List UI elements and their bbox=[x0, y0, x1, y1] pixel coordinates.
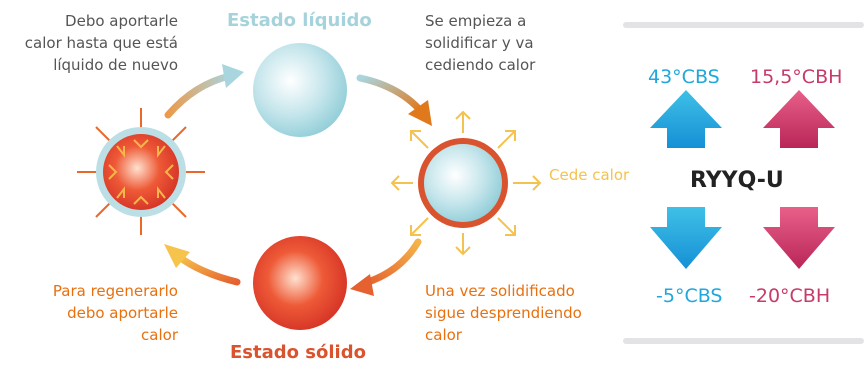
arrow-up-blue-icon bbox=[650, 90, 722, 148]
arrow-heat-to-liquid bbox=[164, 64, 244, 119]
note-bottom-right-line-3: calor bbox=[425, 326, 462, 344]
arrow-up-red-icon bbox=[763, 90, 835, 148]
note-top-right-line-2: solidificar y va bbox=[425, 34, 534, 52]
panel-bottom-bar bbox=[623, 338, 864, 344]
temp-high-red: 15,5°CBH bbox=[750, 66, 843, 88]
temp-low-red: -20°CBH bbox=[749, 285, 831, 307]
arrow-solidifying-to-solid bbox=[350, 238, 422, 296]
note-bottom-right-line-2: sigue desprendiendo bbox=[425, 304, 582, 322]
temp-high-blue: 43°CBS bbox=[648, 66, 720, 88]
note-bottom-left-line-1: Para regenerarlo bbox=[52, 282, 178, 300]
note-top-right-line-1: Se empieza a bbox=[425, 12, 527, 30]
note-top-left: Debo aportarle calor hasta que está líqu… bbox=[0, 10, 178, 76]
liquid-sphere bbox=[253, 43, 347, 137]
note-bottom-right-line-1: Una vez solidificado bbox=[425, 282, 575, 300]
note-bottom-left-line-3: calor bbox=[141, 326, 178, 344]
heating-sphere bbox=[77, 108, 205, 235]
arrow-down-blue-icon bbox=[650, 207, 722, 269]
note-top-left-line-2: calor hasta que está bbox=[24, 34, 178, 52]
solidifying-sphere bbox=[390, 110, 542, 256]
model-name: RYYQ-U bbox=[690, 168, 784, 193]
panel-top-bar bbox=[623, 22, 864, 28]
note-top-right-line-3: cediendo calor bbox=[425, 56, 536, 74]
note-top-left-line-3: líquido de nuevo bbox=[53, 56, 178, 74]
arrow-solid-to-heating bbox=[164, 244, 241, 286]
solid-sphere bbox=[253, 236, 347, 330]
arrow-down-red-icon bbox=[763, 207, 835, 269]
note-top-right: Se empieza a solidificar y va cediendo c… bbox=[425, 10, 625, 76]
note-top-left-line-1: Debo aportarle bbox=[65, 12, 178, 30]
temp-low-blue: -5°CBS bbox=[656, 285, 723, 307]
note-bottom-right: Una vez solidificado sigue desprendiendo… bbox=[425, 280, 625, 346]
liquid-state-title: Estado líquido bbox=[227, 10, 372, 31]
solid-state-title: Estado sólido bbox=[230, 342, 366, 363]
arrow-liquid-to-solidifying bbox=[356, 74, 432, 126]
cede-calor-label: Cede calor bbox=[549, 166, 630, 184]
note-bottom-left: Para regenerarlo debo aportarle calor bbox=[0, 280, 178, 346]
note-bottom-left-line-2: debo aportarle bbox=[67, 304, 178, 322]
